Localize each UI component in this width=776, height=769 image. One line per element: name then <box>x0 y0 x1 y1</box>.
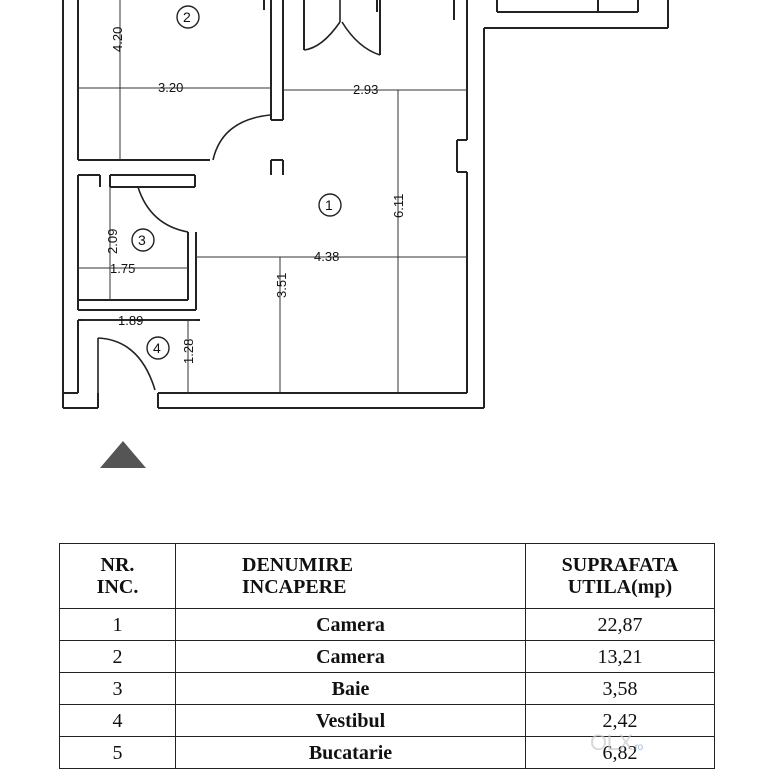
triangle-icon <box>100 441 146 468</box>
row-nr: 4 <box>59 704 176 737</box>
table-row: 5 Bucatarie 6,82 <box>59 736 715 769</box>
dim-room2-width: 3.20 <box>158 80 183 95</box>
dim-room2-height: 4.20 <box>110 27 125 52</box>
table-row: 4 Vestibul 2,42 <box>59 704 715 737</box>
room-number-3: 3 <box>131 228 155 252</box>
row-name: Bucatarie <box>175 736 526 769</box>
table-row: 2 Camera 13,21 <box>59 640 715 673</box>
floor-plan: 4.20 3.20 2.93 6.11 4.38 3.51 2.09 1.75 … <box>62 0 669 468</box>
dim-room3-height: 2.09 <box>105 229 120 254</box>
row-nr: 3 <box>59 672 176 705</box>
row-name: Camera <box>175 608 526 641</box>
svg-text:2: 2 <box>183 9 191 25</box>
row-nr: 1 <box>59 608 176 641</box>
dim-room1-lower-height: 3.51 <box>274 273 289 298</box>
row-area: 2,42 <box>525 704 715 737</box>
table-row: 3 Baie 3,58 <box>59 672 715 705</box>
svg-text:3: 3 <box>138 232 146 248</box>
row-area: 3,58 <box>525 672 715 705</box>
header-denumire-incapere: DENUMIRE INCAPERE <box>175 543 526 609</box>
door-swings <box>97 0 381 393</box>
row-name: Camera <box>175 640 526 673</box>
dim-room1-width: 4.38 <box>314 249 339 264</box>
dim-room4-height: 1.28 <box>181 339 196 364</box>
room-area-table: NR. INC. DENUMIRE INCAPERE SUPRAFATA UTI… <box>59 543 715 769</box>
row-nr: 5 <box>59 736 176 769</box>
room-number-1: 1 <box>318 193 342 217</box>
svg-text:1: 1 <box>325 197 333 213</box>
table-header-row: NR. INC. DENUMIRE INCAPERE SUPRAFATA UTI… <box>59 543 715 609</box>
table-row: 1 Camera 22,87 <box>59 608 715 641</box>
svg-text:4: 4 <box>153 340 161 356</box>
dim-room1-top-width: 2.93 <box>353 82 378 97</box>
row-area: 22,87 <box>525 608 715 641</box>
dimension-lines <box>78 0 467 393</box>
room-number-2: 2 <box>176 5 200 29</box>
row-name: Baie <box>175 672 526 705</box>
header-nr-inc: NR. INC. <box>59 543 176 609</box>
row-area: 13,21 <box>525 640 715 673</box>
room-number-4: 4 <box>146 336 170 360</box>
watermark-logo: OLX.ro <box>590 730 643 755</box>
dim-room4-width: 1.89 <box>118 313 143 328</box>
row-name: Vestibul <box>175 704 526 737</box>
dim-room1-height: 6.11 <box>391 194 406 218</box>
header-suprafata-utila: SUPRAFATA UTILA(mp) <box>525 543 715 609</box>
dim-room3-width: 1.75 <box>110 261 135 276</box>
row-nr: 2 <box>59 640 176 673</box>
